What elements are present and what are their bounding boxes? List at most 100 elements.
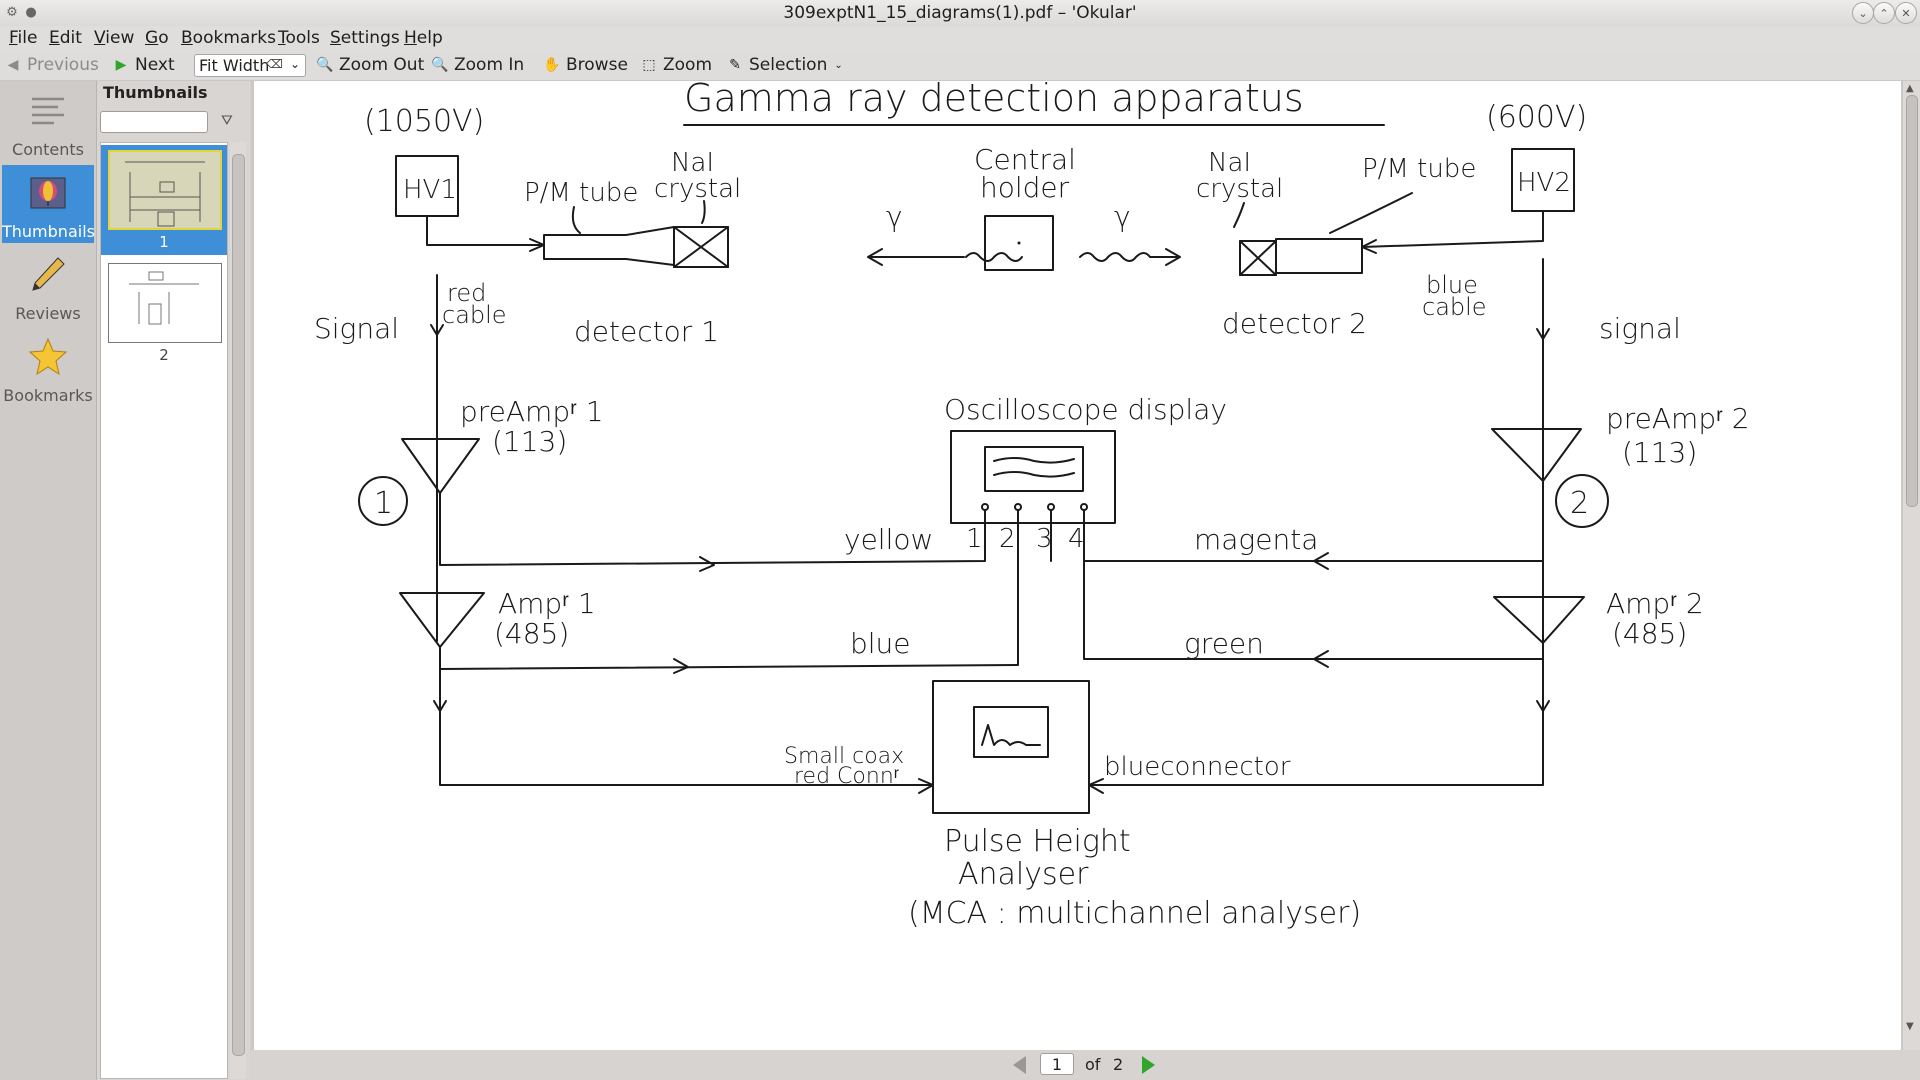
sidebar-tab-bookmarks[interactable]: Bookmarks: [2, 329, 94, 407]
maximize-button[interactable]: ⌃: [1873, 2, 1895, 24]
preamp2-triangle: [1491, 428, 1582, 482]
thumbnails-icon: [30, 177, 66, 209]
window-title: 309exptN1_15_diagrams(1).pdf – 'Okular': [783, 3, 1137, 23]
green-arrow: [1313, 650, 1329, 668]
channel-3-label: 3: [1036, 524, 1053, 554]
gamma-left: γ: [886, 200, 903, 233]
thumbnails-search-input[interactable]: [100, 111, 208, 133]
menu-bar: File Edit View Go Bookmarks Tools Settin…: [0, 26, 1920, 50]
thumbnail-page-1[interactable]: 1: [101, 145, 227, 255]
document-view[interactable]: Gamma ray detection apparatus (1050V) HV…: [251, 81, 1903, 1050]
nai-label-1: NaI: [671, 148, 714, 178]
pdf-page: Gamma ray detection apparatus (1050V) HV…: [254, 81, 1901, 1050]
hv1-cable: [426, 215, 545, 246]
blue-cable: [439, 509, 1019, 670]
zoom-out-button[interactable]: 🔍 Zoom Out: [316, 53, 424, 77]
keep-above-icon[interactable]: ●: [25, 4, 37, 20]
zoom-mode-select[interactable]: Fit Width ⌫ ⌄: [194, 54, 306, 77]
thumbnails-title: Thumbnails: [103, 83, 208, 102]
menu-edit[interactable]: Edit: [49, 28, 82, 48]
sidebar-tab-thumbnails[interactable]: Thumbnails: [2, 165, 95, 243]
oscilloscope-screen: [984, 446, 1084, 492]
pm-tube-label-2: P/M tube: [1362, 154, 1476, 184]
filter-icon[interactable]: ⛛: [221, 113, 233, 129]
previous-button[interactable]: ◀ Previous: [4, 53, 99, 77]
thumbnails-panel: Thumbnails ⛛ 1: [97, 81, 250, 1080]
page-total-label: 2: [1113, 1055, 1124, 1074]
zoom-tool-button[interactable]: ⬚ Zoom: [640, 53, 712, 77]
menu-tools[interactable]: Tools: [278, 28, 320, 48]
thumbnail-page-2[interactable]: 2: [101, 258, 227, 368]
menu-settings[interactable]: Settings: [330, 28, 400, 48]
red-cable-label-1: red: [447, 279, 486, 307]
contents-icon: [32, 97, 64, 125]
window-menu-icon[interactable]: ⚙: [6, 4, 18, 20]
gamma-wave-right: [1079, 252, 1179, 262]
hv2-arrow: [1361, 239, 1377, 254]
pha-trace: [981, 724, 1041, 746]
amp2-code: (485): [1612, 617, 1687, 650]
detector2-label: detector 2: [1222, 307, 1367, 340]
next-label: Next: [135, 55, 175, 75]
close-button[interactable]: ✕: [1895, 2, 1917, 24]
small-coax-arrow: [918, 778, 934, 794]
pm-tube-label-1: P/M tube: [524, 178, 638, 208]
minimize-button[interactable]: ⌄: [1852, 2, 1874, 24]
next-button[interactable]: ▶ Next: [112, 53, 175, 77]
menu-view[interactable]: View: [94, 28, 135, 48]
crystal-arrow-1: [701, 200, 706, 224]
document-scroll-handle[interactable]: [1906, 95, 1918, 507]
amp1-label: Ampʳ 1: [498, 587, 596, 620]
zoom-tool-icon: ⬚: [642, 57, 656, 73]
detector1-label: detector 1: [574, 315, 719, 348]
menu-help[interactable]: Help: [404, 28, 443, 48]
source-dot: [1017, 241, 1021, 245]
previous-page-arrow-icon[interactable]: [1013, 1056, 1026, 1074]
thumbnails-scrollbar[interactable]: [230, 142, 246, 1079]
crystal-cross-2b: [1239, 240, 1277, 276]
thumbnails-list: 1 2: [100, 142, 228, 1079]
scroll-down-icon[interactable]: ▼: [1906, 1021, 1914, 1032]
zoom-out-icon: 🔍: [316, 57, 334, 73]
blue-arrow: [673, 658, 689, 674]
menu-file[interactable]: File: [9, 28, 38, 48]
magenta-label: magenta: [1194, 523, 1318, 556]
thumbnail-page-number: 2: [159, 346, 169, 364]
next-page-arrow-icon[interactable]: [1142, 1056, 1155, 1074]
pm-tube-1: [543, 226, 675, 266]
scroll-up-icon[interactable]: ▲: [1906, 83, 1914, 94]
amp1-code: (485): [494, 617, 569, 650]
selection-button[interactable]: ✎ Selection ⌄: [726, 53, 843, 77]
browse-label: Browse: [566, 55, 628, 75]
sidebar-tab-reviews[interactable]: Reviews: [2, 247, 94, 325]
zoom-out-label: Zoom Out: [339, 55, 425, 75]
zoom-in-icon: 🔍: [431, 57, 449, 73]
circle-2: [1555, 474, 1609, 528]
left-down-arrow: [433, 700, 447, 712]
sidebar-tab-contents[interactable]: Contents: [2, 83, 94, 161]
signal-right-label: signal: [1599, 312, 1681, 345]
page-number-input[interactable]: 1: [1040, 1053, 1074, 1075]
menu-go[interactable]: Go: [145, 28, 169, 48]
thumbnails-scroll-handle[interactable]: [232, 154, 245, 1056]
left-signal-arrow: [430, 324, 444, 336]
document-scrollbar[interactable]: ▲ ▼: [1903, 81, 1920, 1050]
blue-cable-label-1: blue: [1426, 271, 1478, 299]
holder-label: holder: [980, 171, 1070, 204]
blue-label: blue: [850, 627, 911, 660]
menu-bookmarks[interactable]: Bookmarks: [181, 28, 276, 48]
red-conn-label: red Connʳ: [794, 764, 899, 789]
zoom-in-button[interactable]: 🔍 Zoom In: [431, 53, 524, 77]
browse-button[interactable]: ✋ Browse: [543, 53, 628, 77]
preamp2-label: preAmpʳ 2: [1606, 402, 1750, 435]
gamma-right: γ: [1114, 200, 1131, 233]
red-cable-label-2: cable: [442, 301, 507, 329]
blue-connector-cable: [1088, 646, 1544, 786]
sidebar: Contents Thumbnails Reviews Bookmarks: [0, 81, 97, 1080]
green-cable: [1050, 509, 1544, 660]
pm-tube-arrow-2: [1329, 192, 1413, 234]
hv2-cable: [1361, 210, 1544, 248]
bookmarks-star-icon: [28, 337, 68, 376]
clear-icon[interactable]: ⌫: [266, 57, 283, 71]
sidebar-tab-reviews-label: Reviews: [15, 304, 81, 323]
